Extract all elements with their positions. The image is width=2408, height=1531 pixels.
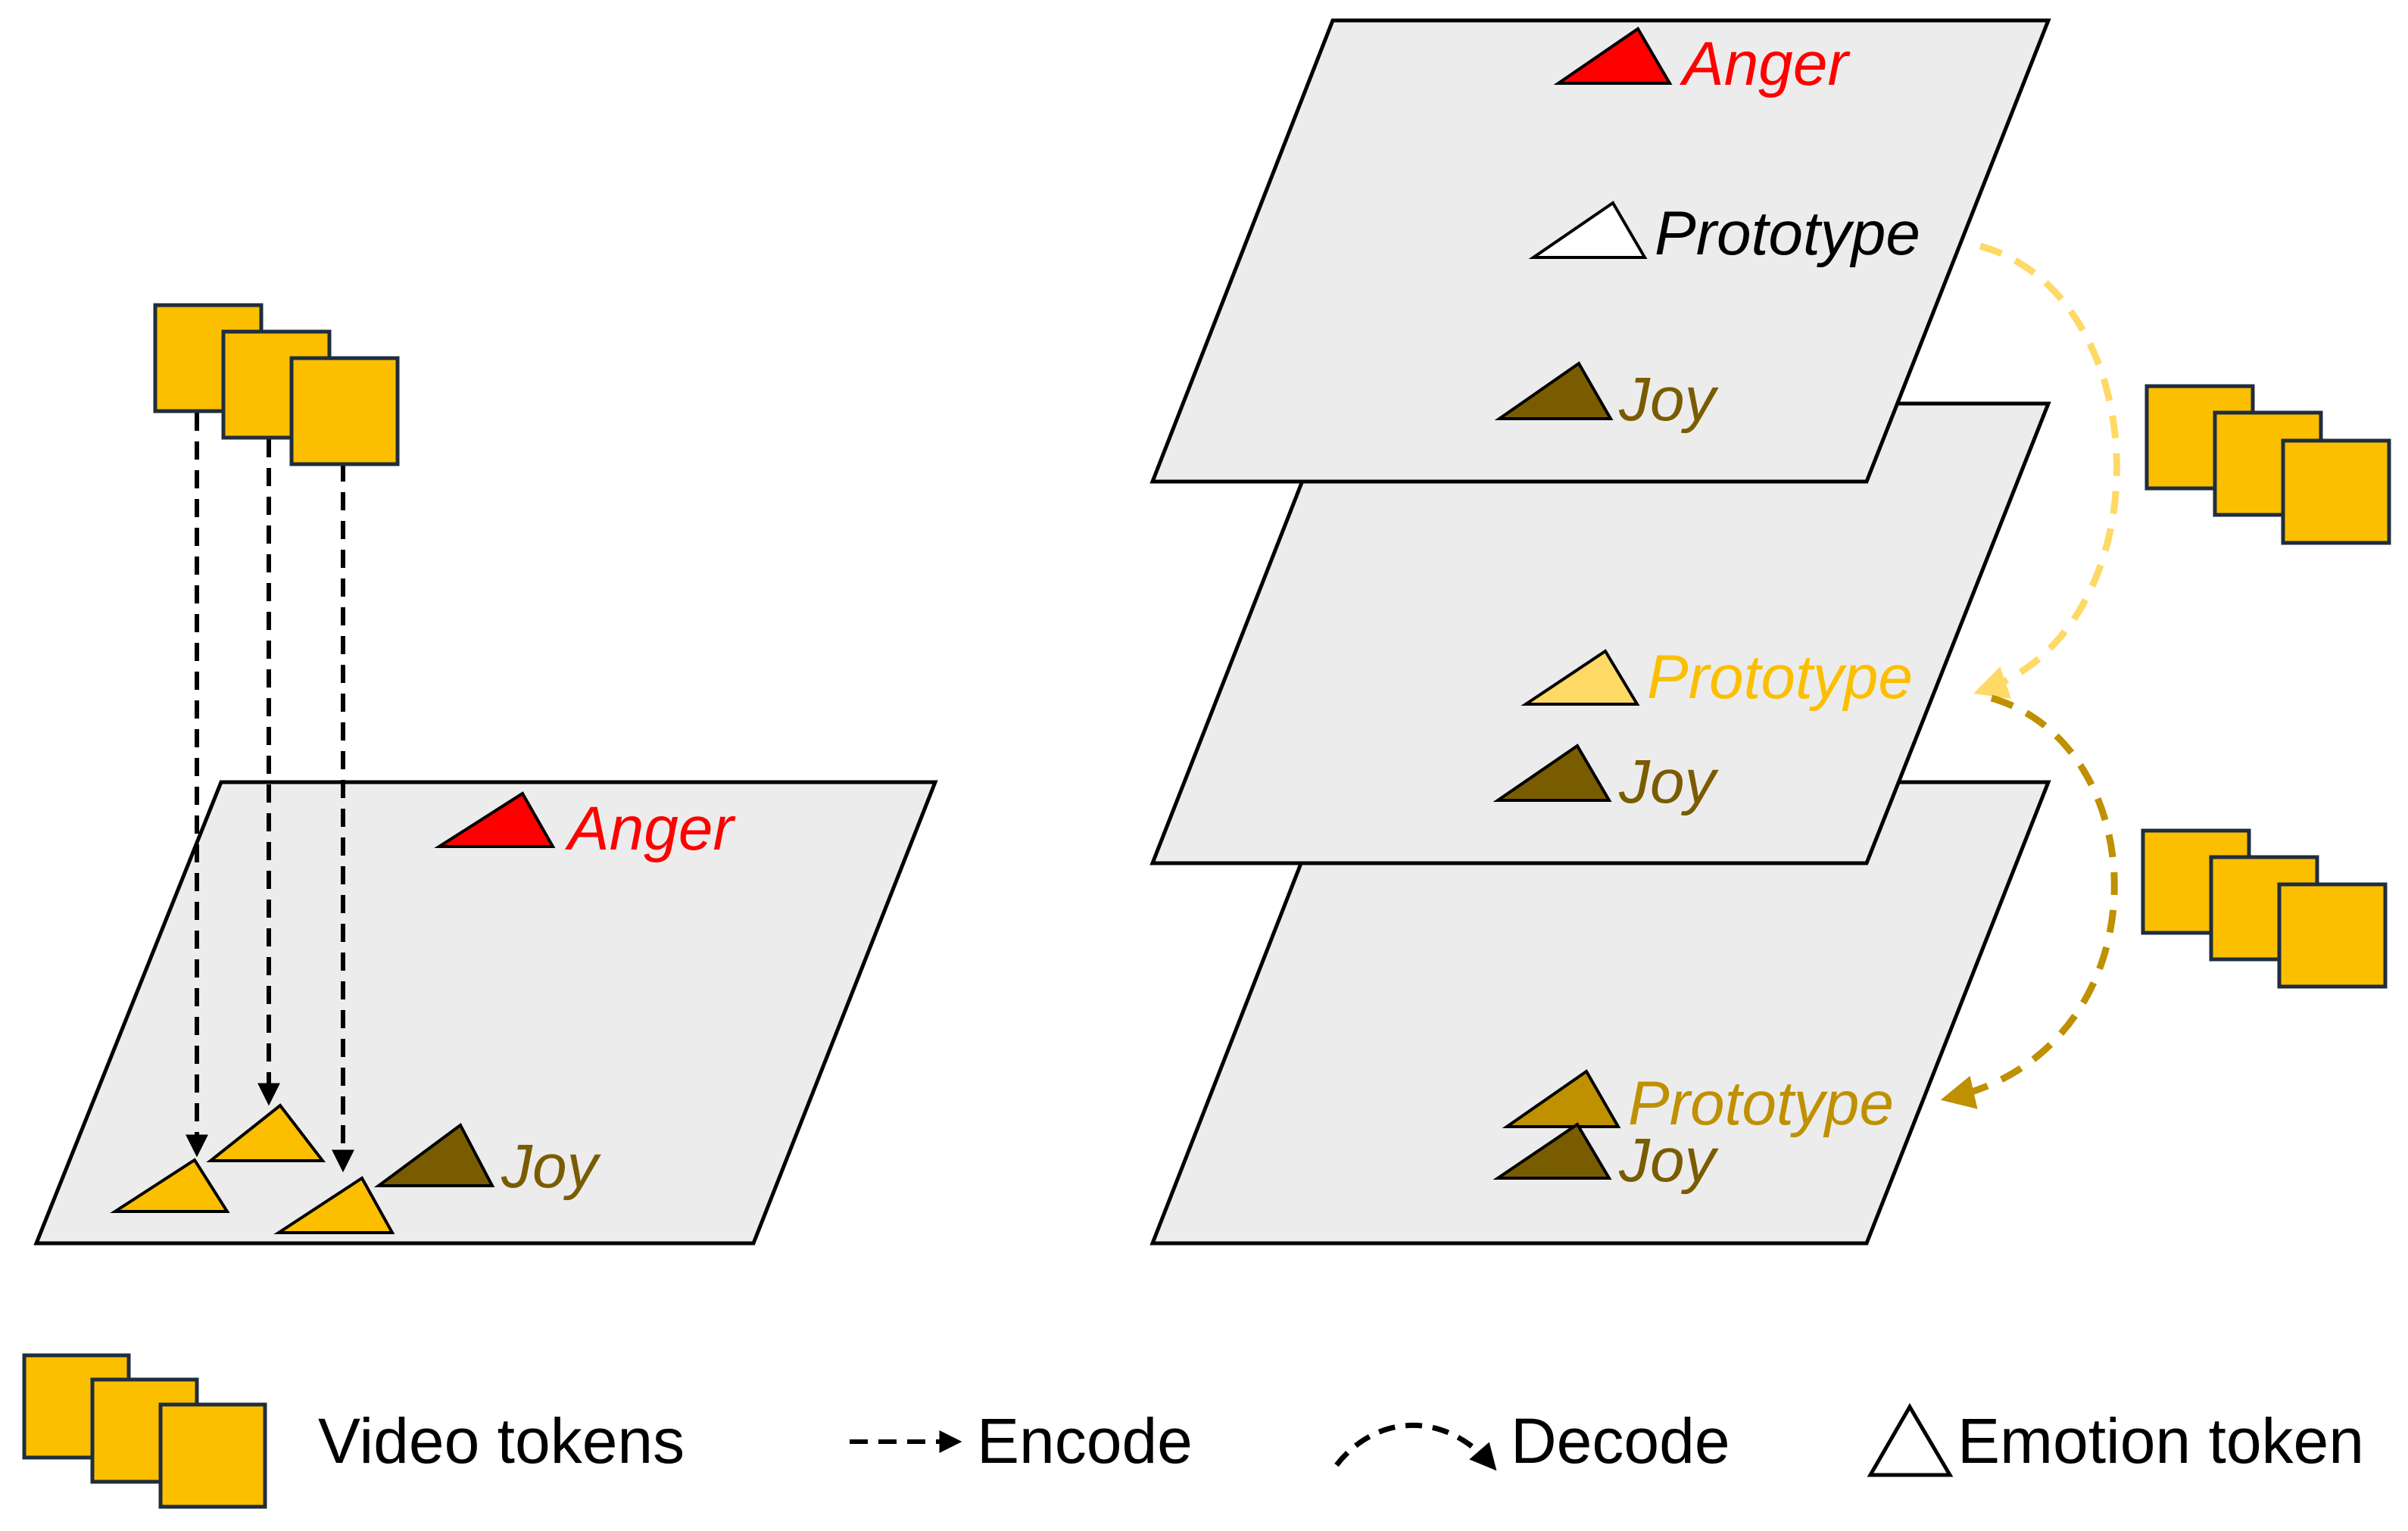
video-tokens-icon [2141,828,2388,989]
middle-prototype-label: Prototype [1647,643,1913,712]
encoded-token-triangle-icon [206,1103,326,1162]
decode-arrow-top-to-middle [1973,242,2120,699]
top-joy-label: Joy [1618,365,1720,434]
legend: Video tokens Encode Decode Emotion token [22,1353,2364,1509]
bottom-prototype-label: Prototype [1628,1069,1894,1138]
left-anger-label: Anger [564,794,737,863]
legend-decode-label: Decode [1511,1405,1730,1476]
video-tokens-icon [153,303,400,466]
right-stacked-spaces: Anger Prototype Joy Prototype Joy Protot… [1149,18,2391,1246]
legend-video-tokens-label: Video tokens [318,1405,685,1476]
joy-token-triangle-icon [1494,361,1614,420]
top-anger-label: Anger [1679,30,1851,98]
joy-token-triangle-icon [1493,1122,1612,1180]
encoded-token-triangle-icon [110,1158,230,1213]
prototype-token-triangle-icon [1528,201,1648,259]
left-joy-label: Joy [501,1132,602,1201]
anger-token-triangle-icon [1553,27,1673,85]
legend-encode-label: Encode [977,1405,1193,1476]
left-embedding-space: Anger Joy [33,303,938,1246]
video-tokens-icon [2144,384,2391,545]
decode-arrow-icon [1334,1422,1497,1471]
prototype-token-triangle-icon [1502,1069,1621,1128]
anger-token-triangle-icon [434,791,556,848]
legend-emotion-token-label: Emotion token [1957,1405,2364,1476]
top-prototype-label: Prototype [1655,199,1920,268]
emotion-token-triangle-icon [1867,1403,1954,1477]
prototype-token-triangle-icon [1521,649,1640,706]
joy-token-triangle-icon [373,1123,495,1187]
joy-token-triangle-icon [1493,744,1612,802]
bottom-joy-label: Joy [1618,1126,1720,1195]
middle-joy-label: Joy [1618,747,1720,816]
encoded-token-triangle-icon [273,1176,395,1234]
video-tokens-icon [22,1353,267,1509]
